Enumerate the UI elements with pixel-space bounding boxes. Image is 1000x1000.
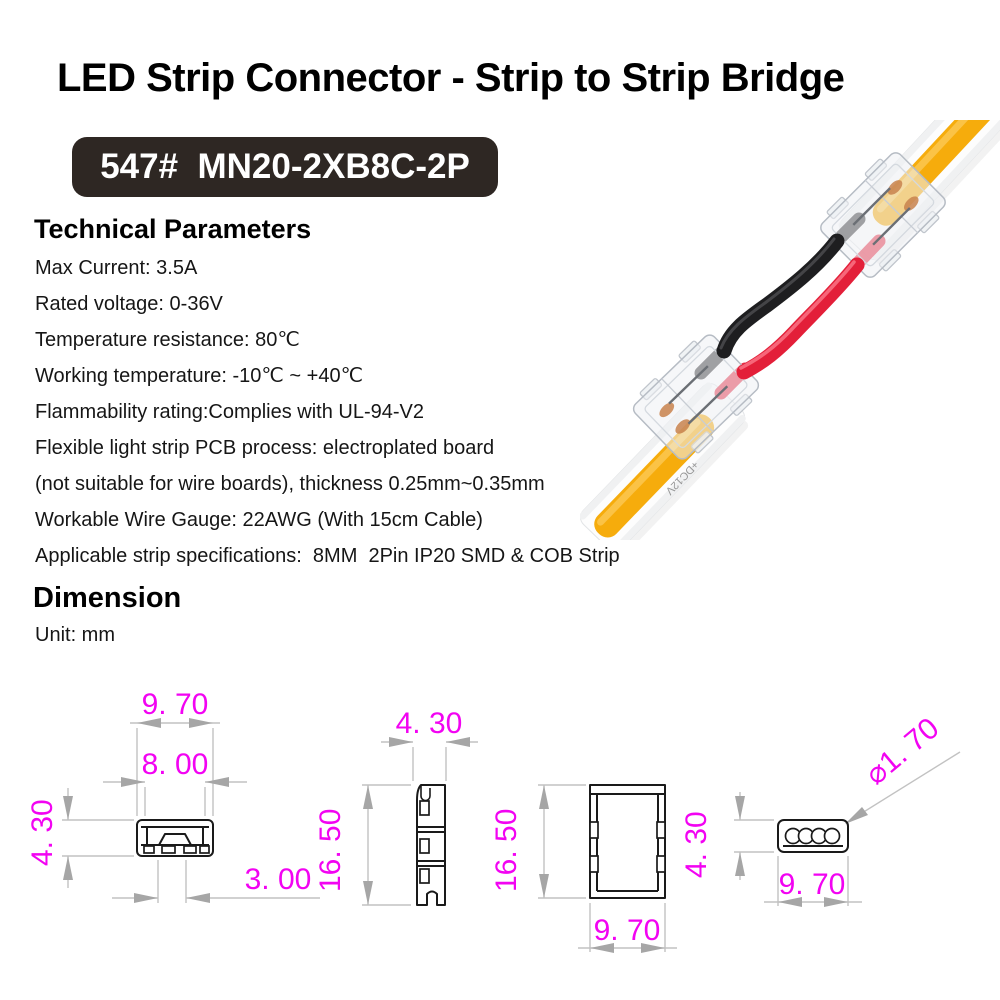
spec-line: Workable Wire Gauge: 22AWG (With 15cm Ca… (35, 509, 483, 531)
model-badge-label: 547# MN20-2XB8C-2P (100, 147, 470, 186)
side-profile-drawing: 4. 30 16. 50 (314, 707, 478, 906)
dimension-heading: Dimension (33, 582, 182, 614)
black-wire (716, 233, 845, 359)
dim-label: 9. 70 (594, 914, 661, 947)
copper-contact (675, 419, 691, 434)
wire-holes (784, 827, 841, 845)
spec-line: Flexible light strip PCB process: electr… (35, 437, 495, 459)
metal-pin (852, 187, 891, 226)
technical-parameters-list: Max Current: 3.5A Rated voltage: 0-36V T… (35, 250, 695, 574)
dim-label: 8. 00 (142, 748, 209, 781)
metal-pin (668, 365, 709, 405)
red-wire (736, 257, 865, 380)
metal-pin (687, 385, 729, 425)
dim-label: ⌀1. 70 (859, 712, 945, 792)
dim-label: 9. 70 (142, 688, 209, 721)
spec-line: Working temperature: -10℃ ~ +40℃ (35, 365, 364, 387)
copper-contact (904, 196, 919, 211)
bridge-wires (716, 233, 865, 380)
dim-label: 3. 00 (245, 863, 312, 896)
dim-label: 16. 50 (314, 809, 347, 892)
dim-label: 9. 70 (779, 868, 846, 901)
dim-label: 4. 30 (26, 799, 59, 866)
page-title: LED Strip Connector - Strip to Strip Bri… (57, 56, 845, 100)
strip-connector-upper (820, 152, 946, 278)
spec-line: Max Current: 3.5A (35, 257, 198, 279)
dimension-drawings: 9. 70 8. 00 4. 30 3. 00 (26, 688, 961, 953)
product-photo: +DC12V (580, 120, 1000, 540)
spec-line: Flammability rating:Complies with UL-94-… (35, 401, 425, 423)
copper-contact (659, 402, 675, 418)
top-view-drawing: 16. 50 9. 70 (490, 784, 677, 953)
spec-line: Temperature resistance: 80℃ (35, 329, 300, 351)
front-view-drawing: 9. 70 8. 00 4. 30 3. 00 (26, 688, 320, 903)
spec-line: Rated voltage: 0-36V (35, 293, 223, 315)
dimension-unit-label: Unit: mm (35, 624, 115, 646)
metal-pin (872, 207, 911, 246)
spec-line: (not suitable for wire boards), thicknes… (35, 473, 545, 495)
model-badge: 547# MN20-2XB8C-2P (72, 137, 498, 197)
dim-label: 4. 30 (396, 707, 463, 740)
strip-connector-lower (632, 334, 760, 460)
end-view-drawing: ⌀1. 70 4. 30 9. 70 (680, 712, 961, 907)
dim-label: 16. 50 (490, 809, 523, 892)
copper-contact (887, 180, 903, 195)
dim-label: 4. 30 (680, 811, 713, 878)
spec-line: Applicable strip specifications: 8MM 2Pi… (35, 545, 620, 567)
technical-parameters-heading: Technical Parameters (34, 214, 312, 244)
